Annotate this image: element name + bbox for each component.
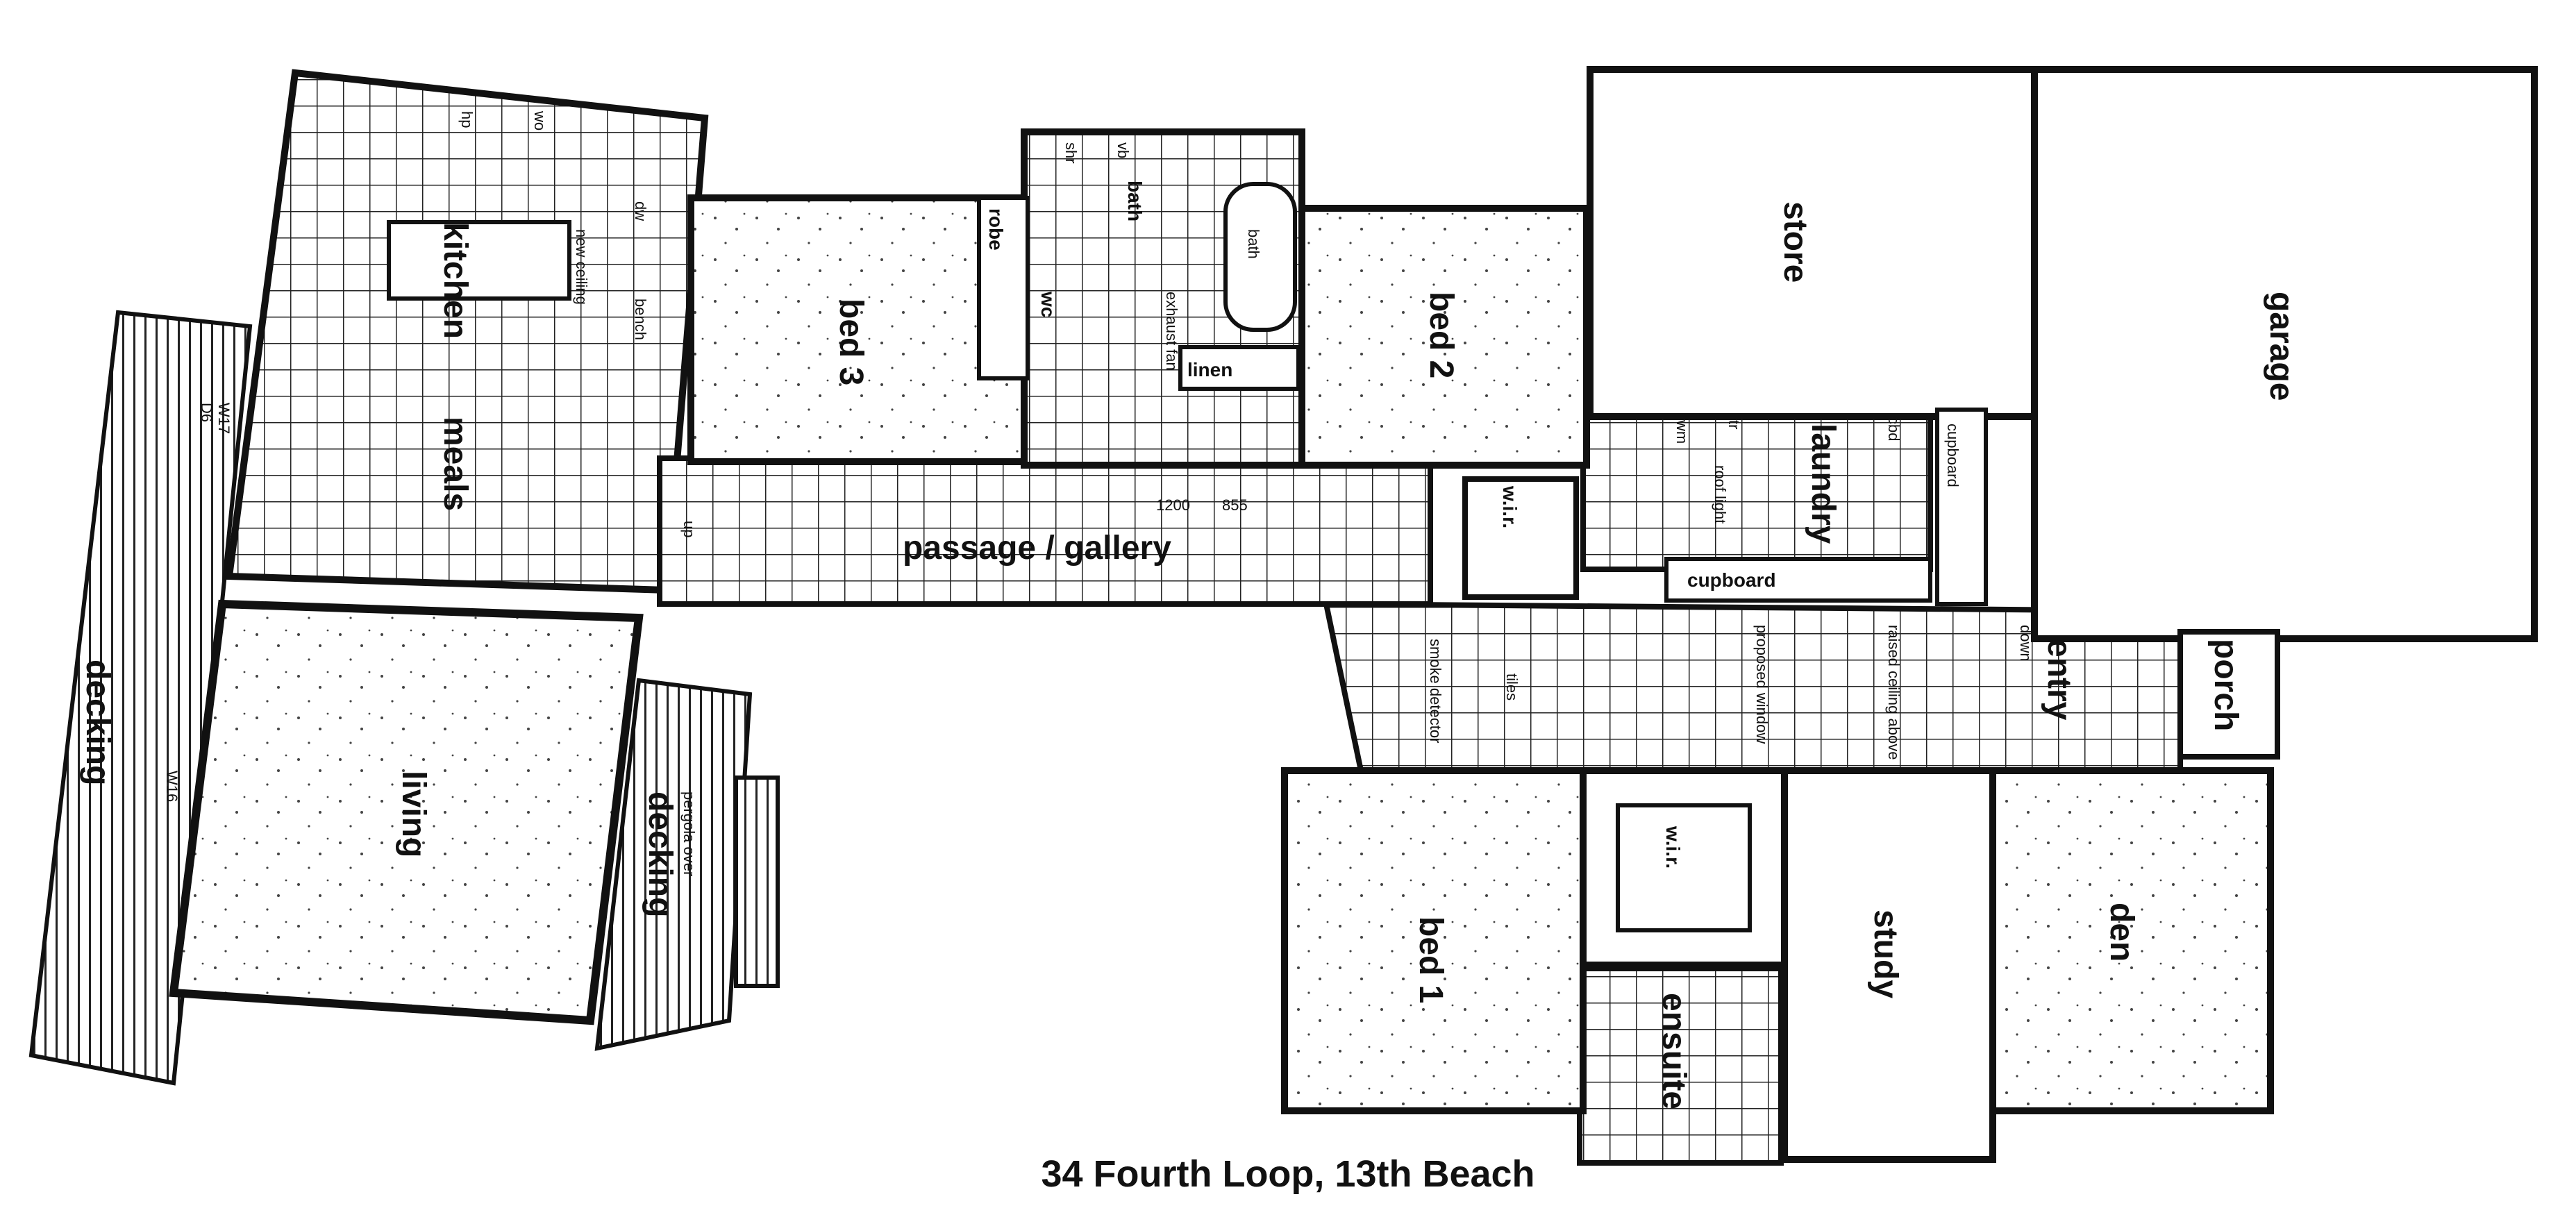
entry-label: entry <box>2041 639 2077 721</box>
deck-south-label: decking <box>642 791 678 917</box>
garage-room <box>2031 66 2538 642</box>
wir-bed1-core <box>1616 803 1752 932</box>
robe-note: robe <box>985 208 1007 251</box>
bed3-room <box>687 194 1028 465</box>
bed2-label: bed 2 <box>1423 292 1460 378</box>
down-note: down <box>2017 625 2034 662</box>
pergola-beam <box>734 776 780 988</box>
cupboard-side-note: cupboard <box>1944 424 1962 487</box>
dw-note: dw <box>632 201 649 221</box>
vb-note: vb <box>1114 142 1132 158</box>
wc-label: wc <box>1037 291 1059 317</box>
passage-label: passage / gallery <box>903 530 1171 567</box>
wir-bed2 <box>1462 476 1579 600</box>
dim-855: 855 <box>1222 496 1248 514</box>
wm-note: wm <box>1673 419 1691 444</box>
kitchen-label: kitchen <box>437 222 474 339</box>
meals-label: meals <box>437 417 474 511</box>
laundry-label: laundry <box>1805 424 1841 544</box>
deck-south <box>594 678 753 1051</box>
new-ceiling-note: new ceiling <box>573 229 590 305</box>
ensuite-label: ensuite <box>1655 993 1692 1109</box>
bath-label: bath <box>1124 181 1146 221</box>
den-label: den <box>2103 903 2140 962</box>
dim-1200: 1200 <box>1156 496 1190 514</box>
exhaust-fan-note: exhaust fan <box>1163 292 1180 371</box>
plan-caption: 34 Fourth Loop, 13th Beach <box>1041 1153 1535 1195</box>
side-cupboard <box>1935 408 1988 606</box>
kitchen-island <box>387 220 571 301</box>
tiles-note: tiles <box>1503 673 1521 701</box>
store-label: store <box>1777 201 1814 283</box>
up-note: up <box>680 521 698 537</box>
bed3-label: bed 3 <box>833 299 869 385</box>
linen-note: linen <box>1187 359 1232 380</box>
bathtub <box>1223 182 1297 332</box>
laundry-cupboard <box>1664 557 1932 603</box>
tr-note: tr <box>1725 420 1743 429</box>
wir-bed2-label: w.i.r. <box>1499 485 1521 528</box>
deck-west-label: decking <box>79 660 116 785</box>
raised-ceiling-note: raised ceiling above <box>1885 625 1902 760</box>
bath-fixture-label: bath <box>1245 229 1262 259</box>
wir-bed1-label: w.i.r. <box>1662 825 1684 869</box>
bed1-label: bed 1 <box>1412 916 1449 1003</box>
porch-area <box>2177 629 2280 760</box>
bench-note: bench <box>632 299 649 340</box>
wo-note: wo <box>531 110 549 131</box>
cupboard-laundry-note: cupboard <box>1687 569 1776 591</box>
cbd-note: cbd <box>1885 417 1902 441</box>
smoke-detector-note: smoke detector <box>1427 639 1444 743</box>
roof-light-note: roof light <box>1712 465 1729 523</box>
w16-note: W16 <box>163 771 181 802</box>
proposed-window-note: proposed window <box>1753 625 1771 744</box>
porch-label: porch <box>2207 639 2244 731</box>
living-label: living <box>395 771 432 857</box>
robe-bed3 <box>977 196 1030 380</box>
d6-note: D6 <box>198 403 215 422</box>
pergola-note: pergola over <box>680 791 698 876</box>
hp-note: hp <box>458 111 476 128</box>
den-room <box>1989 767 2274 1114</box>
shr-note: shr <box>1062 142 1080 164</box>
garage-label: garage <box>2263 292 2300 401</box>
study-label: study <box>1867 909 1904 998</box>
living-room <box>169 599 644 1025</box>
bed1-room <box>1281 767 1587 1114</box>
deck-west <box>28 310 253 1086</box>
w17-note: W17 <box>215 403 233 434</box>
laundry-tiles <box>1580 407 1933 572</box>
linen-cupboard <box>1178 345 1300 391</box>
